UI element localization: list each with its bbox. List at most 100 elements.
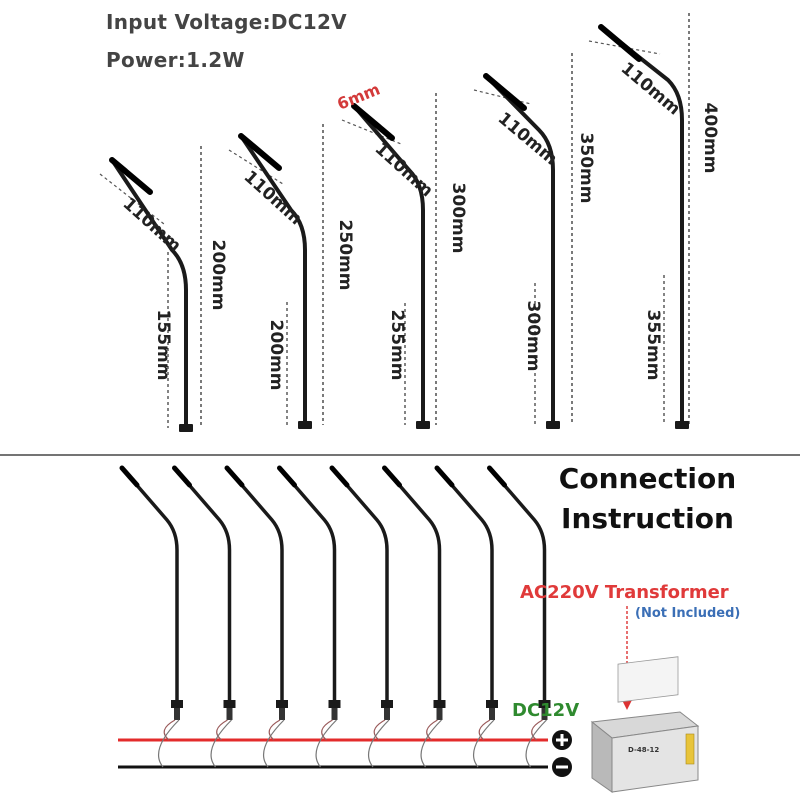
lamp-5-icon: [588, 13, 690, 429]
stem-height-label: 300mm: [523, 301, 543, 372]
lamp-body: [382, 466, 442, 702]
lamp-head: [351, 103, 395, 141]
lamp-head: [172, 465, 192, 488]
connection-title-2: Instruction: [561, 502, 734, 535]
lamp-connector: [486, 700, 498, 708]
lamp-head: [483, 73, 527, 111]
lamp-head: [277, 465, 297, 488]
lead-wire-negative: [525, 719, 547, 768]
transformer-front: [611, 725, 699, 793]
lamp-3-icon: [341, 93, 437, 429]
total-height-label: 350mm: [576, 133, 596, 204]
lamp-head: [119, 465, 140, 488]
lamp-plug: [279, 708, 285, 720]
lead-wire-positive: [268, 719, 281, 741]
stem-height-label: 355mm: [643, 310, 663, 381]
stem-height-label: 200mm: [266, 320, 286, 391]
transformer-note: (Not Included): [635, 606, 741, 621]
connected-lamp-7-icon: [434, 465, 498, 768]
lamp-base: [675, 421, 689, 429]
lead-wire-positive: [478, 719, 491, 741]
dimension-labels: 110mm200mm155mm110mm250mm200mm110mm300mm…: [119, 59, 720, 391]
head-dimension-line: [228, 149, 284, 185]
connection-title: Connection: [558, 462, 737, 495]
lead-wire-positive: [321, 719, 333, 741]
head-dimension-line: [473, 89, 532, 105]
head-dimension-line: [99, 173, 165, 225]
lamp-1-icon: [99, 146, 202, 432]
lead-wire-negative: [263, 719, 285, 768]
head-dimension-line: [341, 119, 402, 145]
lead-wire-negative: [315, 719, 337, 768]
lead-wire-negative: [158, 719, 180, 768]
lamp-2-icon: [228, 124, 324, 429]
lamp-connector: [381, 700, 393, 708]
connected-lamps: [119, 465, 551, 768]
lamp-head: [329, 465, 350, 488]
lamp-plug: [331, 708, 338, 720]
connected-lamp-2-icon: [172, 465, 236, 768]
total-height-label: 200mm: [208, 240, 228, 311]
wiring-diagram: [118, 606, 633, 777]
lamp-4-icon: [473, 53, 573, 429]
lamp-body: [120, 466, 179, 702]
lamp-base: [546, 421, 560, 429]
stem-height-label: 155mm: [153, 310, 173, 381]
lead-wire-positive: [426, 719, 438, 741]
lamp-head: [487, 465, 507, 488]
transformer-model: D-48-12: [628, 746, 659, 754]
lamp-body: [487, 466, 547, 702]
lamp-connector: [171, 700, 183, 708]
lead-wire-negative: [473, 719, 495, 768]
connected-lamp-4-icon: [277, 465, 341, 768]
head-length-label: 110mm: [240, 167, 306, 229]
lamp-plug: [541, 708, 548, 720]
transformer-label-plate: [617, 656, 679, 703]
lamp-body: [352, 104, 425, 423]
lamp-body: [277, 466, 337, 702]
total-height-label: 250mm: [335, 220, 355, 291]
lamp-base: [298, 421, 312, 429]
lamp-connector: [328, 700, 341, 708]
lamp-head: [598, 24, 642, 62]
lamp-head: [434, 465, 455, 488]
lead-wire-positive: [163, 719, 176, 741]
lamp-base: [416, 421, 430, 429]
lamp-head: [238, 133, 282, 171]
power-label: Power:1.2W: [106, 48, 245, 72]
head-length-label: 110mm: [119, 194, 185, 256]
lead-wire-positive: [531, 719, 543, 741]
terminal-block: [685, 733, 695, 765]
lead-wire-negative: [368, 719, 390, 768]
total-height-label: 400mm: [700, 103, 720, 174]
connected-lamp-6-icon: [382, 465, 446, 768]
lead-wire-positive: [216, 719, 228, 741]
lamp-connector: [276, 700, 288, 708]
transformer-icon: D-48-12: [590, 656, 700, 793]
lamp-plug: [436, 708, 443, 720]
lamp-plug: [226, 708, 233, 720]
lamp-plug: [489, 708, 495, 720]
minus-icon: [552, 757, 572, 777]
lamp-connector: [538, 700, 551, 708]
lamp-body: [484, 74, 555, 423]
dc-voltage-label: DC12V: [512, 700, 580, 721]
lamp-body: [239, 134, 307, 423]
lamp-plug: [174, 708, 180, 720]
lamp-head: [109, 157, 153, 195]
lamp-head: [224, 465, 245, 488]
lamp-body: [330, 466, 389, 702]
lamp-body: [599, 25, 684, 423]
lamp-size-diagram: [99, 13, 690, 432]
connected-lamp-8-icon: [487, 465, 551, 768]
lamp-connector: [433, 700, 446, 708]
lamp-body: [110, 158, 188, 426]
stem-height-label: 255mm: [387, 310, 407, 381]
lamp-base: [179, 424, 193, 432]
connected-lamp-5-icon: [329, 465, 393, 768]
lamp-body: [172, 466, 232, 702]
lamp-head: [382, 465, 402, 488]
lamp-body: [225, 466, 284, 702]
connected-lamp-3-icon: [224, 465, 288, 768]
